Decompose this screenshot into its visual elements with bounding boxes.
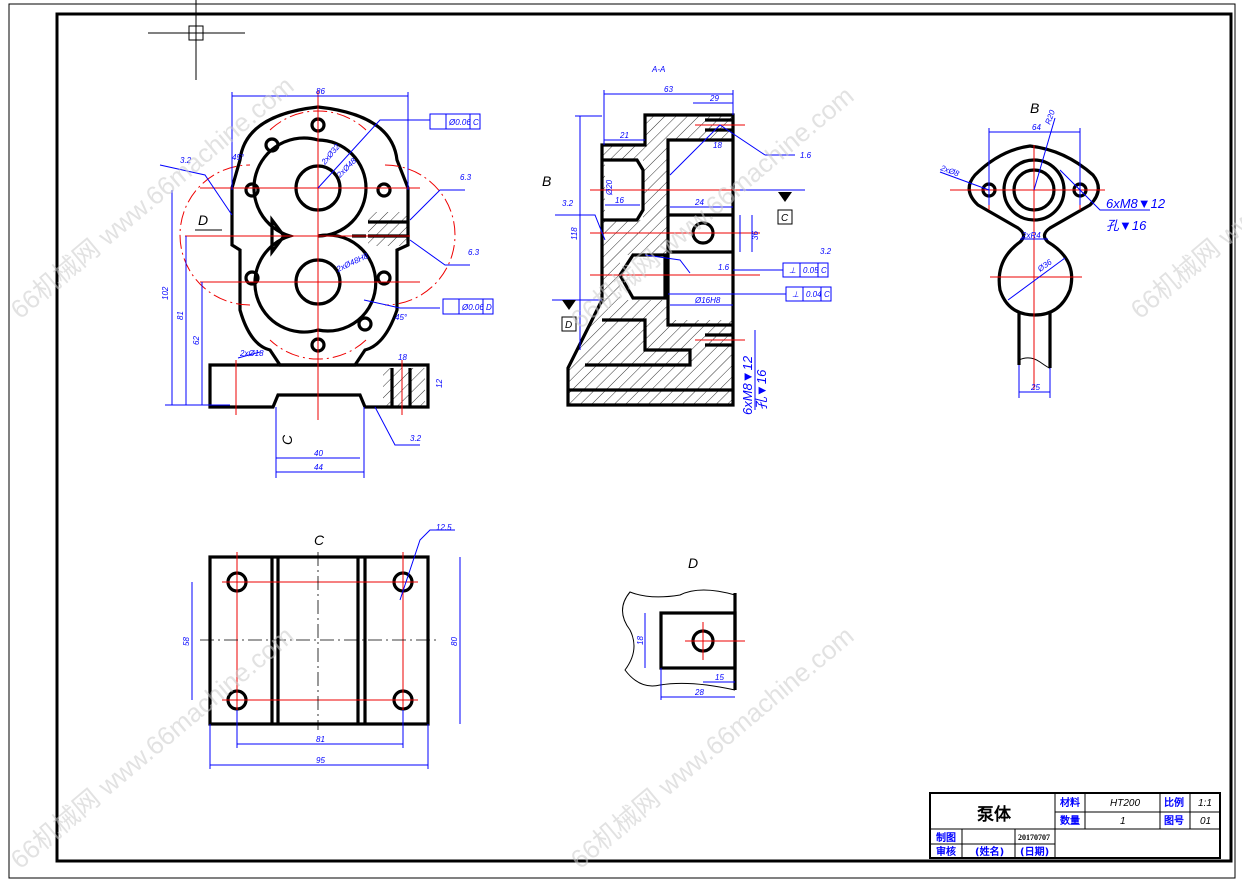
perp1-ref: C (821, 266, 827, 275)
svg-text:66机械网 www.66machine.com: 66机械网 www.66machine.com (565, 620, 860, 874)
view-arrow-c-label: C (279, 434, 295, 445)
dim-slot: 18 (398, 353, 407, 362)
view-b-title: B (1030, 100, 1039, 116)
title-block: 泵体 材料 HT200 数量 1 比例 1:1 图号 01 制图 2017070… (929, 792, 1221, 859)
dim-d-w2: 28 (694, 688, 704, 697)
view-d: D 18 15 28 (622, 555, 745, 700)
dim-angle-top: 45° (232, 153, 245, 162)
dim-c-outer-w: 95 (316, 756, 325, 765)
drawn-label: 制图 (936, 831, 956, 844)
quantity-value: 1 (1120, 816, 1126, 827)
view-d-title: D (688, 555, 698, 571)
dim-24: 24 (694, 198, 704, 207)
tolerance-d-ref: D (486, 303, 492, 312)
checked-date: (日期) (1020, 845, 1049, 858)
dim-c-inner-w: 81 (316, 735, 325, 744)
dim-angle-bottom: 45° (395, 313, 408, 322)
dim-d-w1: 15 (715, 673, 724, 682)
dim-b-holes: 2xØ8 (938, 163, 961, 179)
roughness-mid: 1.6 (718, 263, 730, 272)
drawn-date: 20170707 (1018, 833, 1050, 842)
perp2-ref: C (824, 290, 830, 299)
dim-b-stem: 25 (1030, 383, 1040, 392)
dim-36: 36 (751, 231, 760, 240)
dim-bore: Ø20 (605, 179, 614, 196)
ucs-crosshair (148, 0, 245, 80)
dim-w-top: 29 (709, 94, 719, 103)
dim-side-h: 12 (435, 379, 444, 388)
roughness-left: 3.2 (562, 199, 574, 208)
hole-note: 孔▼16 (754, 369, 769, 410)
view-c: C 81 95 58 80 12.5 (182, 523, 461, 769)
drawing-no-value: 01 (1200, 816, 1211, 827)
dim-d-h: 18 (636, 636, 645, 645)
dim-c-outer-h: 80 (450, 637, 459, 646)
svg-text:66机械网 www.66machine.com: 66机械网 www.66machine.com (5, 620, 300, 874)
b-hole-note: 孔▼16 (1106, 218, 1147, 233)
scale-label: 比例 (1164, 796, 1184, 809)
material-value: HT200 (1110, 798, 1140, 809)
perp1-value: 0.05 (803, 266, 819, 275)
datum-c: C (781, 213, 789, 224)
inner-frame (55, 12, 1233, 863)
dim-pcd2: 2xØ48 (334, 156, 358, 180)
roughness-1: 3.2 (180, 156, 192, 165)
dim-b-neck: 2xR4 (1021, 231, 1041, 240)
view-c-title: C (314, 532, 325, 548)
tolerance-c-value: Ø0.06 (448, 118, 471, 127)
material-label: 材料 (1060, 796, 1080, 809)
checked-name: (姓名) (975, 845, 1004, 858)
dim-h-total: 118 (570, 227, 579, 240)
dim-gear-dia: 2xØ48H8 (334, 251, 370, 274)
roughness-3: 6.3 (468, 248, 480, 257)
section-view: A-A C D B 63 29 21 118 Ø20 16 18 24 36 Ø… (542, 65, 832, 415)
dim-w-total: 63 (664, 85, 673, 94)
view-b: B 64 R20 2xØ8 6xM8▼12 孔▼16 2xR4 Ø36 25 (938, 100, 1166, 398)
dim-b-dia: Ø36 (1035, 257, 1054, 274)
section-title: A-A (651, 65, 665, 74)
drawing-no-label: 图号 (1164, 815, 1184, 827)
view-arrow-b-label: B (542, 173, 551, 189)
dim-w-left: 21 (619, 131, 629, 140)
dim-base-holes: 2xØ18 (239, 349, 264, 358)
part-name: 泵体 (977, 804, 1012, 825)
b-thread-note: 6xM8▼12 (1106, 196, 1166, 211)
tolerance-d-value: Ø0.06 (461, 303, 484, 312)
quantity-label: 数量 (1060, 814, 1080, 827)
perp2-value: 0.04 (806, 290, 822, 299)
view-arrow-d-label: D (198, 212, 208, 228)
dim-height-mid: 81 (176, 311, 185, 320)
dim-b-width: 64 (1032, 123, 1041, 132)
roughness-4: 3.2 (410, 434, 422, 443)
dim-16: 16 (615, 196, 624, 205)
dim-width: 86 (316, 87, 325, 96)
scale-value: 1:1 (1198, 798, 1212, 809)
perp-symbol-2: ⊥ (792, 290, 799, 299)
dim-18: 18 (713, 141, 722, 150)
dim-height-lower: 62 (192, 336, 201, 345)
roughness-2: 6.3 (460, 173, 472, 182)
datum-d: D (565, 320, 572, 331)
roughness-right: 3.2 (820, 247, 832, 256)
dim-thread: Ø16H8 (694, 296, 721, 305)
roughness-top: 1.6 (800, 151, 812, 160)
dim-c-inner-h: 58 (182, 637, 191, 646)
tolerance-c-ref: C (473, 118, 479, 127)
outer-border (8, 3, 1236, 879)
checked-label: 审核 (936, 845, 956, 858)
dim-b-r: R20 (1043, 108, 1057, 125)
dim-base-w1: 40 (314, 449, 323, 458)
dim-height-total: 102 (161, 286, 170, 300)
perp-symbol-1: ⊥ (789, 266, 796, 275)
dim-pcd1: 2xØ32 (319, 142, 342, 167)
roughness-c: 12.5 (436, 523, 452, 532)
dim-base-w2: 44 (314, 463, 323, 472)
thread-note: 6xM8▼12 (740, 355, 755, 415)
